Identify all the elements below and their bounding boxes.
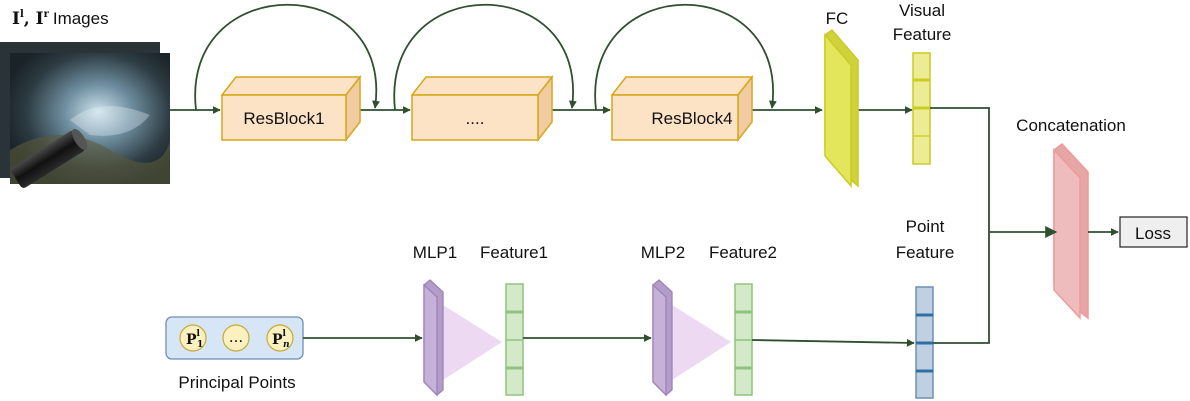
point-ellipsis-label: ... [229, 327, 243, 346]
wire-point-to-concat [933, 232, 990, 344]
loss-box: Loss [1119, 216, 1188, 248]
endoscope-tool [11, 128, 88, 188]
visual-feature-label-line1: Visual [899, 1, 945, 20]
skip-connection-3 [594, 4, 777, 111]
point-p1 [179, 324, 207, 352]
resblock-2: .... [410, 74, 554, 143]
loss-label: Loss [1135, 224, 1171, 243]
feature2-label: Feature2 [709, 243, 777, 262]
point-ellipsis [222, 324, 250, 352]
point-feature-vector [915, 286, 934, 399]
arrow-feature2-to-point-feature [751, 338, 915, 347]
mlp1-layer [423, 279, 502, 397]
resblock-1: ResBlock1 [220, 74, 362, 143]
resblock-4-label: ResBlock4 [651, 109, 732, 128]
resblock-2-label: .... [466, 109, 485, 128]
concatenation-label: Concatenation [1016, 116, 1126, 135]
mlp1-label: MLP1 [413, 243, 457, 262]
point-feature-label-line1: Point [906, 217, 945, 236]
point-feature-label-line2: Feature [896, 243, 955, 262]
point-pn [266, 324, 294, 352]
fc-layer [824, 28, 859, 189]
visual-feature-vector [912, 52, 931, 165]
principal-points-label: Principal Points [178, 373, 295, 392]
visual-feature-label-line2: Feature [893, 25, 952, 44]
skip-connection-1 [194, 4, 380, 111]
tissue-highlight [70, 106, 150, 136]
feature1-label: Feature1 [480, 243, 548, 262]
input-image-stack [0, 42, 170, 188]
wire-visual-to-concat [930, 107, 990, 232]
concatenation-layer [1053, 142, 1089, 320]
fc-label: FC [826, 9, 849, 28]
feature2-vector [734, 283, 753, 396]
resblock-1-label: ResBlock1 [243, 109, 324, 128]
resblock-4: ResBlock4 [610, 74, 754, 143]
mlp2-label: MLP2 [641, 243, 685, 262]
feature1-vector [505, 283, 524, 396]
mlp2-layer [652, 279, 731, 397]
skip-connection-2 [393, 4, 577, 111]
